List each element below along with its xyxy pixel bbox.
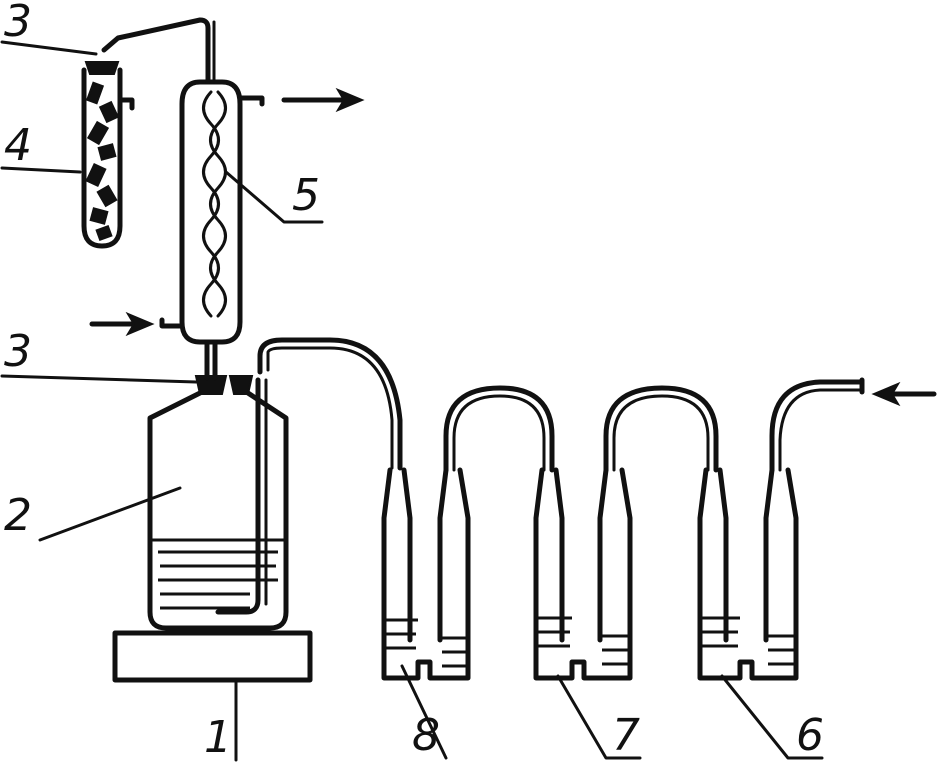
flask-liquid xyxy=(150,538,286,610)
bridge-8-7 xyxy=(443,385,555,473)
label-stopper-top: 3 xyxy=(4,0,32,47)
drying-tube-granules xyxy=(85,81,120,242)
label-drying-tube: 4 xyxy=(4,120,32,171)
condenser-outlet-arrow xyxy=(281,87,365,113)
condenser-inlet-arrow xyxy=(89,311,155,337)
drying-tube xyxy=(81,61,135,249)
label-flask: 2 xyxy=(4,490,32,541)
label-u-tube-7: 7 xyxy=(612,710,640,761)
u-tube-8 xyxy=(381,467,471,681)
gas-inlet-arrow xyxy=(871,381,937,407)
bridge-7-6 xyxy=(603,385,719,473)
condenser xyxy=(101,17,265,381)
leader-lines xyxy=(0,40,824,762)
label-condenser: 5 xyxy=(292,170,320,221)
label-stopper-flask: 3 xyxy=(4,326,32,377)
gas-line xyxy=(257,337,403,471)
label-u-tube-6: 6 xyxy=(796,710,824,761)
label-u-tube-8: 8 xyxy=(412,710,440,761)
u-tube-7 xyxy=(533,467,633,681)
u-tube-6 xyxy=(697,467,799,681)
flask xyxy=(147,377,289,631)
flask-stoppers xyxy=(194,375,254,395)
label-heater: 1 xyxy=(204,712,232,763)
gas-inlet-tube xyxy=(769,377,865,473)
heater xyxy=(112,630,313,683)
